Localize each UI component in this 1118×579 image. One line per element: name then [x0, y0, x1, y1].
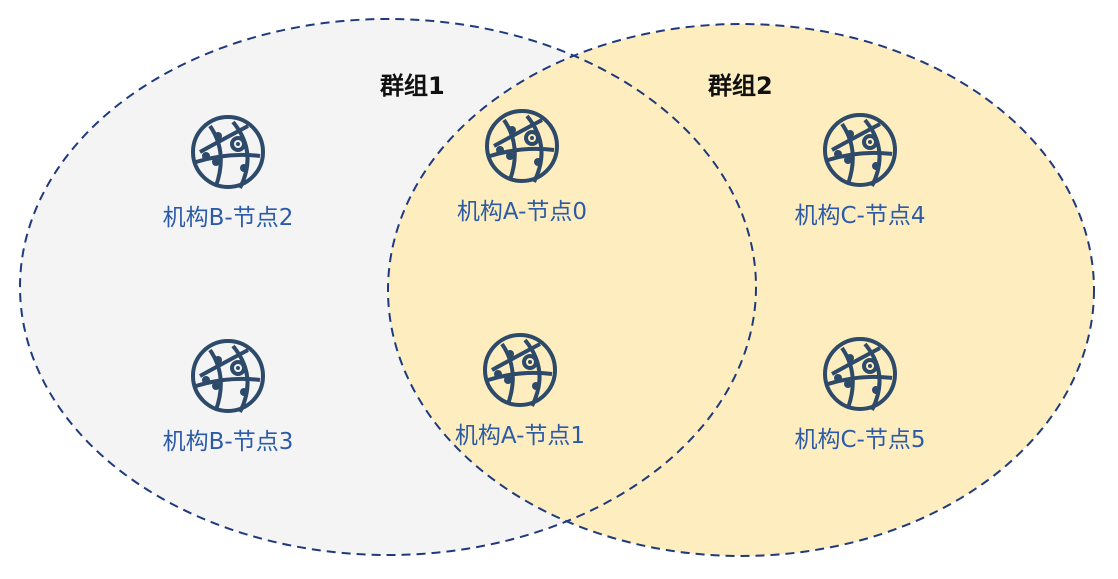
node-label: 机构C-节点5 [794, 427, 926, 453]
network-globe-icon [823, 337, 897, 411]
node-label: 机构A-节点1 [454, 423, 586, 449]
node-c4: 机构C-节点4 [760, 110, 960, 230]
group2-ellipse [388, 24, 1094, 556]
node-label: 机构B-节点3 [162, 429, 294, 455]
network-globe-icon [191, 115, 265, 189]
network-globe-icon [191, 339, 265, 413]
node-label: 机构B-节点2 [162, 205, 294, 231]
group2-title: 群组2 [708, 72, 773, 100]
network-globe-icon [823, 113, 897, 187]
network-globe-icon [483, 333, 557, 407]
node-label: 机构C-节点4 [794, 203, 926, 229]
network-globe-icon [485, 109, 559, 183]
node-label: 机构A-节点0 [456, 199, 588, 225]
node-c5: 机构C-节点5 [760, 334, 960, 454]
node-a1: 机构A-节点1 [420, 330, 620, 450]
node-b3: 机构B-节点3 [128, 336, 328, 456]
node-b2: 机构B-节点2 [128, 112, 328, 232]
group1-title: 群组1 [380, 72, 445, 100]
node-a0: 机构A-节点0 [422, 106, 622, 226]
